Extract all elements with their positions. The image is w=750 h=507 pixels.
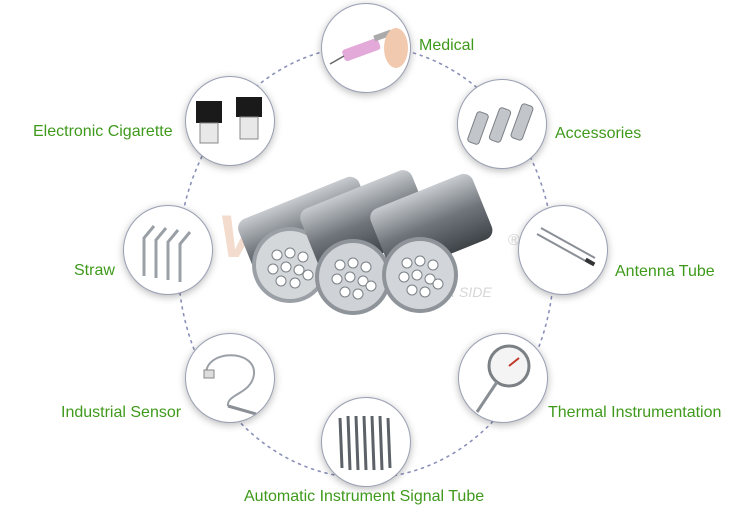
label-medical: Medical (419, 37, 475, 54)
center-product-image: V ® R SIDE (215, 165, 525, 320)
bent-straw-icon (123, 205, 213, 295)
sensor-probe-icon (185, 333, 275, 423)
e-cigarette-coil-icon (185, 76, 275, 166)
label-accessories: Accessories (555, 125, 642, 142)
watermark-mark: ® (508, 232, 520, 249)
label-thermal-instrumentation: Thermal Instrumentation (548, 404, 722, 421)
antenna-rod-icon (518, 205, 608, 295)
label-straw: Straw (74, 262, 115, 279)
label-antenna-tube: Antenna Tube (615, 263, 715, 280)
label-electronic-cigarette: Electronic Cigarette (33, 123, 173, 140)
tube-fittings-icon (457, 79, 547, 169)
tube-bundle-icon (321, 397, 411, 487)
watermark-text: R SIDE (445, 284, 492, 300)
syringe-icon (321, 3, 411, 93)
label-industrial-sensor: Industrial Sensor (61, 404, 182, 421)
thermometer-gauge-icon (458, 333, 548, 423)
label-automatic-instrument-signal-tube: Automatic Instrument Signal Tube (244, 488, 485, 505)
